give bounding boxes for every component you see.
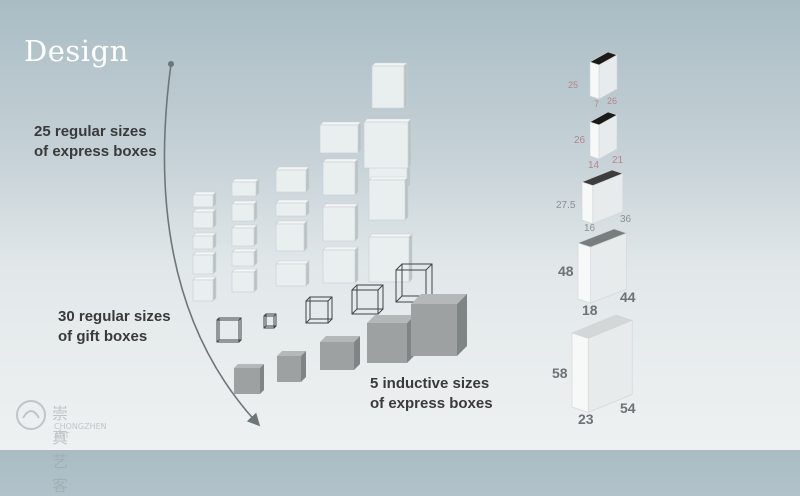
box-height-label: 58 (552, 365, 568, 381)
white-box (231, 248, 258, 267)
white-box (231, 200, 258, 222)
wireframe-box (216, 317, 242, 343)
express-label-line1: 25 regular sizes (34, 123, 147, 140)
inductive-label-line2: of express boxes (370, 395, 493, 412)
gift-label-line1: 30 regular sizes (58, 308, 171, 325)
white-box (231, 178, 260, 197)
white-box (322, 246, 359, 284)
white-box (192, 276, 217, 302)
gift-box (367, 315, 415, 363)
slide-title: Design (24, 34, 129, 68)
box-width-label: 14 (588, 160, 600, 171)
box-width-label: 18 (582, 302, 598, 318)
gift-label-line2: of gift boxes (58, 328, 148, 345)
inductive-boxes: 25 7 26 26 14 21 27.5 16 36 48 18 44 58 23 54 (552, 51, 636, 427)
white-box (192, 251, 217, 275)
white-box (275, 199, 310, 217)
boxes-illustration: 25 7 26 26 14 21 27.5 16 36 48 18 44 58 23 54 (163, 51, 636, 427)
inductive-box: 48 18 44 (558, 228, 636, 318)
inductive-box: 26 14 21 (574, 111, 624, 171)
white-box (231, 224, 258, 247)
watermark: 崇真艺客 CHONGZHEN ART (14, 398, 107, 495)
box-height-label: 25 (568, 80, 578, 90)
gift-label: 30 regular sizes of gift boxes (58, 307, 171, 347)
white-box (368, 233, 413, 283)
white-box (275, 260, 310, 287)
white-box (275, 220, 308, 252)
inductive-box: 58 23 54 (552, 314, 636, 427)
white-box (322, 203, 359, 242)
wireframe-box (351, 284, 384, 315)
white-box (231, 268, 258, 293)
white-box (368, 176, 409, 221)
white-box (363, 118, 412, 169)
box-width-label: 7 (594, 99, 599, 109)
box-width-label: 16 (584, 223, 596, 234)
inductive-box: 25 7 26 (568, 51, 618, 109)
white-box (192, 208, 217, 229)
wireframe-box (305, 296, 333, 324)
arrow-curve (163, 63, 261, 427)
white-box (192, 232, 217, 250)
wireframe-boxes (216, 263, 433, 343)
gift-box (234, 364, 264, 394)
watermark-logo-icon (16, 400, 46, 430)
gift-box (320, 336, 360, 370)
gift-box-row (234, 294, 467, 394)
inductive-label-line1: 5 inductive sizes (370, 375, 490, 392)
express-label-line2: of express boxes (34, 143, 157, 160)
box-height-label: 26 (574, 135, 586, 146)
box-height-label: 27.5 (556, 200, 576, 211)
wireframe-box (263, 313, 277, 329)
white-box (322, 158, 359, 196)
white-box (319, 121, 362, 154)
box-depth-label: 44 (620, 289, 636, 305)
inductive-box: 27.5 16 36 (556, 169, 632, 234)
box-height-label: 48 (558, 263, 574, 279)
box-depth-label: 54 (620, 400, 636, 416)
box-width-label: 23 (578, 411, 594, 427)
box-grid (192, 62, 413, 302)
watermark-url: CHONGZHEN ART (54, 422, 107, 440)
white-box (371, 62, 408, 109)
watermark-name: 崇真艺客 (52, 404, 70, 495)
gift-box (411, 294, 467, 356)
express-label: 25 regular sizes of express boxes (34, 122, 157, 162)
white-box (275, 166, 310, 193)
gift-box (277, 351, 306, 382)
box-depth-label: 21 (612, 155, 624, 166)
box-depth-label: 26 (607, 96, 617, 106)
box-depth-label: 36 (620, 214, 632, 225)
inductive-label: 5 inductive sizes of express boxes (370, 374, 493, 414)
white-box (192, 191, 217, 208)
slide: Design 25 7 26 26 14 21 27.5 16 36 48 18 44 58 23 54 2… (14, 34, 636, 495)
